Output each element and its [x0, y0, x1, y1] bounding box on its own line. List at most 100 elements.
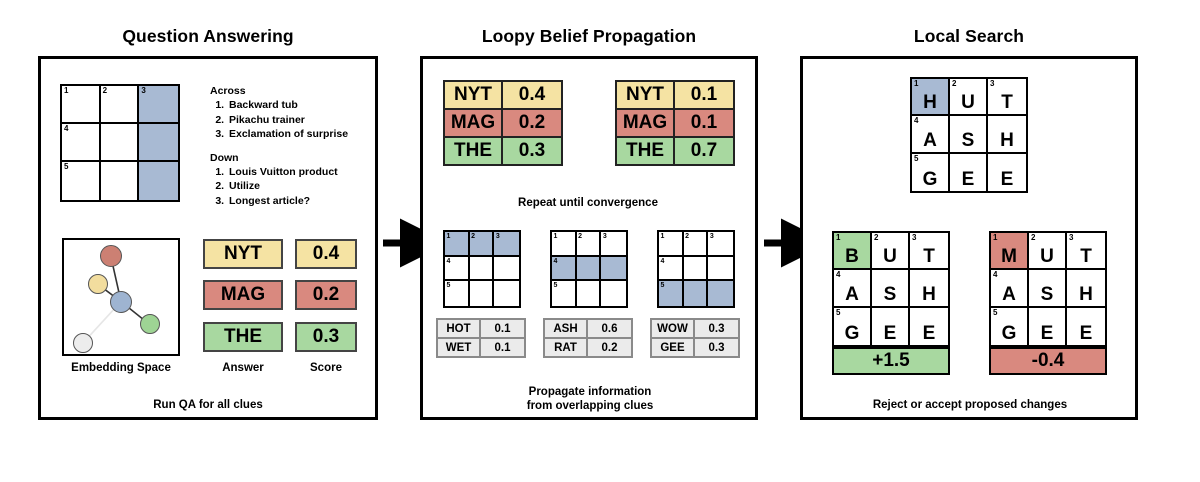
cell-number: 5: [446, 282, 451, 290]
candidate-word-cell: WOW: [652, 320, 695, 339]
cell-letter: E: [1079, 322, 1093, 344]
embedding-space-plot: [62, 238, 180, 356]
cell-number: 5: [64, 162, 69, 171]
cell-letter: G: [922, 168, 938, 190]
candidate-word-cell: ASH: [545, 320, 588, 339]
grid-cell: 4: [445, 256, 470, 282]
belief-value-cell: 0.3: [503, 138, 561, 164]
cell-letter: G: [1001, 322, 1017, 344]
grid-cell: [100, 124, 140, 162]
score-chip: 0.4: [295, 239, 357, 269]
cell-letter: G: [844, 322, 860, 344]
panel-caption-loopy-belief-propagation: Propagate information from overlapping c…: [526, 386, 654, 412]
cell-number: 5: [660, 282, 665, 290]
proposal-delta-badge: +1.5: [832, 347, 950, 375]
grid-cell: 3: [601, 232, 626, 257]
down-header: Down: [210, 151, 239, 164]
grid-cell: [708, 281, 733, 306]
candidate-word-cell: HOT: [438, 320, 481, 339]
panel-title-question-answering: Question Answering: [122, 26, 294, 46]
cell-number: 4: [553, 257, 558, 265]
grid-cell: [708, 256, 733, 282]
grid-cell: E: [910, 307, 948, 345]
cell-number: 2: [685, 233, 690, 240]
cell-number: 1: [660, 233, 665, 240]
cell-number: 4: [914, 116, 919, 126]
grid-cell: H: [988, 116, 1026, 154]
cell-letter: H: [1000, 129, 1014, 151]
grid-cell: E: [1067, 307, 1105, 345]
grid-cell: [601, 256, 626, 282]
candidate-score-cell: 0.3: [708, 341, 725, 354]
cell-number: 1: [914, 79, 919, 88]
cell-letter: U: [883, 246, 897, 268]
cell-number: 2: [952, 79, 957, 88]
cell-letter: T: [1001, 92, 1013, 114]
cell-number: 3: [990, 79, 995, 88]
belief-label-cell: THE: [617, 138, 675, 164]
cell-letter: E: [961, 168, 975, 190]
cell-letter: U: [1040, 246, 1054, 268]
grid-cell: 5: [659, 281, 684, 306]
across-clues: Backward tub Pikachu trainer Exclamation…: [210, 98, 370, 141]
grid-cell: 4: [552, 256, 577, 282]
cell-letter: A: [923, 129, 937, 151]
blue-node: [110, 290, 132, 313]
belief-label-cell: MAG: [445, 110, 503, 138]
belief-value-cell: 0.1: [675, 82, 733, 110]
grid-cell: [100, 162, 140, 200]
repeat-until-convergence-label: Repeat until convergence: [518, 197, 658, 209]
cell-letter: H: [923, 92, 937, 114]
grid-cell: [683, 256, 709, 282]
cell-number: 2: [578, 233, 583, 240]
candidate-score-cell: 0.3: [695, 320, 738, 339]
candidate-score-cell: 0.1: [494, 341, 511, 354]
grid-cell: 5: [62, 162, 101, 200]
panel-title-loopy-belief-propagation: Loopy Belief Propagation: [481, 26, 697, 46]
panel-title-local-search: Local Search: [913, 26, 1025, 46]
panel-caption-question-answering: Run QA for all clues: [153, 399, 263, 411]
answer-chip: MAG: [203, 280, 283, 310]
cell-letter: E: [1000, 168, 1014, 190]
cell-letter: B: [845, 246, 859, 268]
cell-number: 2: [1031, 233, 1036, 242]
cell-number: 2: [471, 233, 476, 240]
grid-cell: [139, 124, 178, 162]
cell-number: 4: [993, 270, 998, 280]
grid-cell: E: [950, 153, 988, 191]
candidate-score-cell: 0.2: [601, 341, 618, 354]
grid-cell: 5: [552, 281, 577, 306]
across-clue: Pikachu trainer: [227, 113, 370, 127]
candidate-word-cell: GEE: [652, 339, 695, 356]
cell-letter: T: [923, 246, 935, 268]
belief-value-cell: 0.2: [503, 110, 561, 138]
cell-number: 1: [446, 233, 451, 240]
grid-cell: 1: [445, 232, 470, 257]
cell-number: 4: [836, 270, 841, 280]
grid-cell: [494, 281, 519, 306]
grid-cell: S: [1029, 270, 1067, 308]
cell-letter: S: [883, 283, 897, 305]
grid-cell: 5: [445, 281, 470, 306]
grid-cell: 4: [62, 124, 101, 162]
answer-column-label: Answer: [222, 362, 264, 374]
grid-cell: 2: [576, 232, 602, 257]
cell-number: 3: [1069, 233, 1074, 242]
cell-number: 3: [602, 233, 607, 240]
cell-letter: A: [845, 283, 859, 305]
grid-cell: 2: [469, 232, 495, 257]
belief-label-cell: NYT: [445, 82, 503, 110]
cell-number: 1: [993, 233, 998, 242]
belief-value-cell: 0.1: [675, 110, 733, 138]
